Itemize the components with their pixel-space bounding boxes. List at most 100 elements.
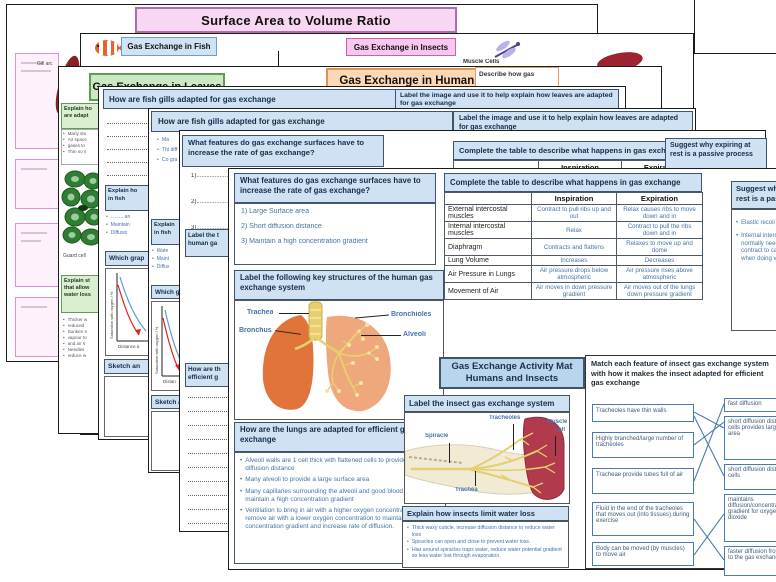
answer-bullet: •Hiar around spiracles traps water, redu… [407, 546, 562, 560]
insect-system-header: Label the insect gas exchange system [404, 395, 570, 412]
match-right-2[interactable]: short diffusion distance to cells provid… [724, 416, 776, 460]
suggest-question-header: Suggest why expiring at rest is a passiv… [731, 181, 776, 209]
blank-answer-2: 2).................... [191, 199, 229, 205]
match-connector-lines [694, 403, 724, 561]
oxygen-graph-box: Saturation with oxygen / % Distance a [105, 268, 149, 356]
answer-line: 3) Maintain a high concentration gradien… [241, 238, 368, 245]
match-header: Match each feature of insect gas exchang… [591, 359, 769, 388]
muscle-cell-pointer-line [555, 436, 556, 456]
table-row: Movement of Air Air moves in down pressu… [444, 282, 703, 300]
match-left-3[interactable]: Tracheae provide tubes full of air [592, 468, 694, 494]
answer-bullet: •Maintain [106, 222, 130, 228]
explain-fish-question-fragment: Explain ho in fish [105, 185, 149, 211]
stomata-illustration [61, 170, 104, 246]
complete-table-header-q3: Complete the table to describe what happ… [453, 141, 703, 160]
lungs-question-header-fragment: How are th efficient g [185, 363, 229, 387]
svg-text:Saturation with oxygen / %: Saturation with oxygen / % [154, 326, 159, 374]
blank-answer-3: 3).................... [191, 225, 229, 231]
answer-bullet: •Spiracles can open and close to prevent… [407, 539, 531, 545]
gill-arch-label: Gill arc [37, 61, 53, 67]
table-corner-cell [444, 192, 532, 205]
activity-mat-title-box: Gas Exchange Activity Mat Humans and Ins… [439, 357, 585, 389]
spiracle-label: Spiracle [425, 433, 449, 439]
oxygen-graph: Saturation with oxygen / % Distance a [109, 273, 148, 349]
sav-title: Surface Area to Volume Ratio [201, 12, 391, 28]
match-right-5[interactable]: faster diffusion from the air to the gas… [724, 546, 776, 576]
alveoli-pointer-line [361, 335, 401, 336]
answer-bullet: •Wate [152, 248, 169, 254]
match-left-1[interactable]: Tracheoles have thin walls [592, 404, 694, 422]
label-structures-header: Label the following key structures of th… [234, 270, 444, 300]
muscle-cell-label-2: cell [555, 427, 566, 433]
answer-bullet: •Ventilation to bring in air with a high… [240, 506, 432, 531]
answer-bullet: •Many capillaries surrounding the alveol… [240, 487, 431, 503]
lungs-illustration [262, 301, 391, 412]
leaf-waterloss-bullet: •reduce w [63, 353, 87, 358]
leaf-bullet: •gases to [63, 143, 85, 148]
answer-bullet: •Alveoli walls are 1 cell thick with fla… [240, 457, 428, 473]
leaf-bullets-list: •Many sto•Air space•gases to•Thin so s [61, 129, 103, 165]
answer-bullet: •Thi diff [157, 147, 178, 153]
muscle-cell-label-1: Muscle [547, 419, 568, 425]
suggest-answers-box: •Elastic recoil in lungs aids expiration… [731, 209, 776, 331]
sav-side-box [15, 297, 59, 357]
table-row: Diaphragm Contracts and flattens Relaxes… [444, 238, 703, 256]
leaf-waterloss-bullet: •Sunken s [63, 329, 87, 334]
leaf-waterloss-bullet: •reduced [63, 323, 85, 328]
trachea-pointer-line [279, 313, 309, 314]
alveoli-label: Alveoli [403, 331, 426, 338]
spiracle-pointer-line [449, 443, 450, 463]
match-right-1[interactable]: fast diffusion [724, 398, 776, 412]
insect-trachea-pointer-line [475, 471, 476, 486]
insects-page-label: Gas Exchange in Insects [346, 38, 456, 56]
svg-text:Distance a: Distance a [118, 344, 140, 349]
trachea-label: Trachea [247, 309, 274, 316]
fish-gills-question-header-2: How are fish gills adapted for gas excha… [151, 111, 453, 132]
expiration-col-header: Expiration [616, 192, 703, 205]
svg-text:Distan: Distan [163, 379, 176, 384]
blank-answer-1: 1).................... [191, 173, 229, 179]
muscle-cells-label: Muscle Cells [463, 59, 500, 65]
answer-bullet: •Maint [152, 256, 169, 262]
match-right-3[interactable]: short diffusion distance to cells [724, 464, 776, 490]
label-structures-header-fragment: Label the t human ga [185, 229, 229, 257]
answer-bullet: •......... an [106, 214, 131, 220]
leaf-waterloss-bullet: •vapour to [63, 335, 87, 340]
insect-tracheae-illustration [405, 416, 565, 500]
inspiration-col-header: Inspiration [540, 163, 620, 172]
explain-fish-answers-fragment-2: •Wate •Maint •Diffus [151, 247, 183, 287]
activity-mat-title-line1: Gas Exchange Activity Mat [451, 361, 573, 373]
answer-line: 2) Short diffusion distance [241, 223, 322, 230]
table-row: Internal intercostal muscles Relax Contr… [444, 221, 703, 239]
suggest-question-box-q3: Suggest why expiring at rest is a passiv… [665, 138, 767, 171]
match-left-5[interactable]: Body can be moved (by muscles) to move a… [592, 542, 694, 566]
answer-bullet: •Diffusio [106, 230, 128, 236]
match-left-2[interactable]: Highly branched/large number of tracheol… [592, 432, 694, 458]
page-corner[interactable] [694, 0, 776, 54]
expiration-col-header: Expiration [622, 163, 702, 172]
leaf-waterloss-bullet: •Needles [63, 347, 85, 352]
answer-bullet: •Many alveoli to provide a large surface… [240, 476, 370, 484]
what-features-header: What features do gas exchange surfaces h… [234, 173, 436, 203]
lungs-panel: Trachea Bronchus Bronchioles Alveoli [234, 300, 444, 420]
match-left-4[interactable]: Fluid in the end of the tracheoles that … [592, 502, 694, 536]
leaf-waterloss-box-fragment: Explain st that allow water loss [61, 275, 103, 313]
explain-fish-question-fragment-2: Explain in fish [151, 219, 184, 245]
leaf-waterloss-bullet: •and air s [63, 341, 86, 346]
svg-text:Saturation with oxygen / %: Saturation with oxygen / % [109, 291, 114, 339]
match-right-4[interactable]: maintains diffusion/concentration gradie… [724, 494, 776, 542]
page-activity-mat-front[interactable]: What features do gas exchange surfaces h… [228, 168, 776, 576]
what-features-answers-box: 1) Large Surface area 2) Short diffusion… [234, 203, 436, 265]
leaf-bullet: •Many sto [63, 131, 87, 136]
fish-gills-question-header: How are fish gills adapted for gas excha… [103, 89, 433, 109]
answer-line: 1) Large Surface area [241, 208, 310, 215]
answer-bullet: •Internal intercostal muscles do not nor… [736, 232, 776, 263]
tracheoles-label: Tracheoles [489, 415, 521, 421]
leaf-waterloss-bullets: •Thicker w•reduced•Sunken s•vapour to•an… [61, 315, 103, 369]
bronchioles-label: Bronchioles [391, 311, 432, 318]
table-row: Lung Volume Increases Decreases [444, 255, 703, 266]
guard-cell-label: Guard cell [63, 253, 86, 259]
answer-bullet: •Ma [157, 137, 170, 143]
answer-bullet: •Diffus [152, 264, 170, 270]
